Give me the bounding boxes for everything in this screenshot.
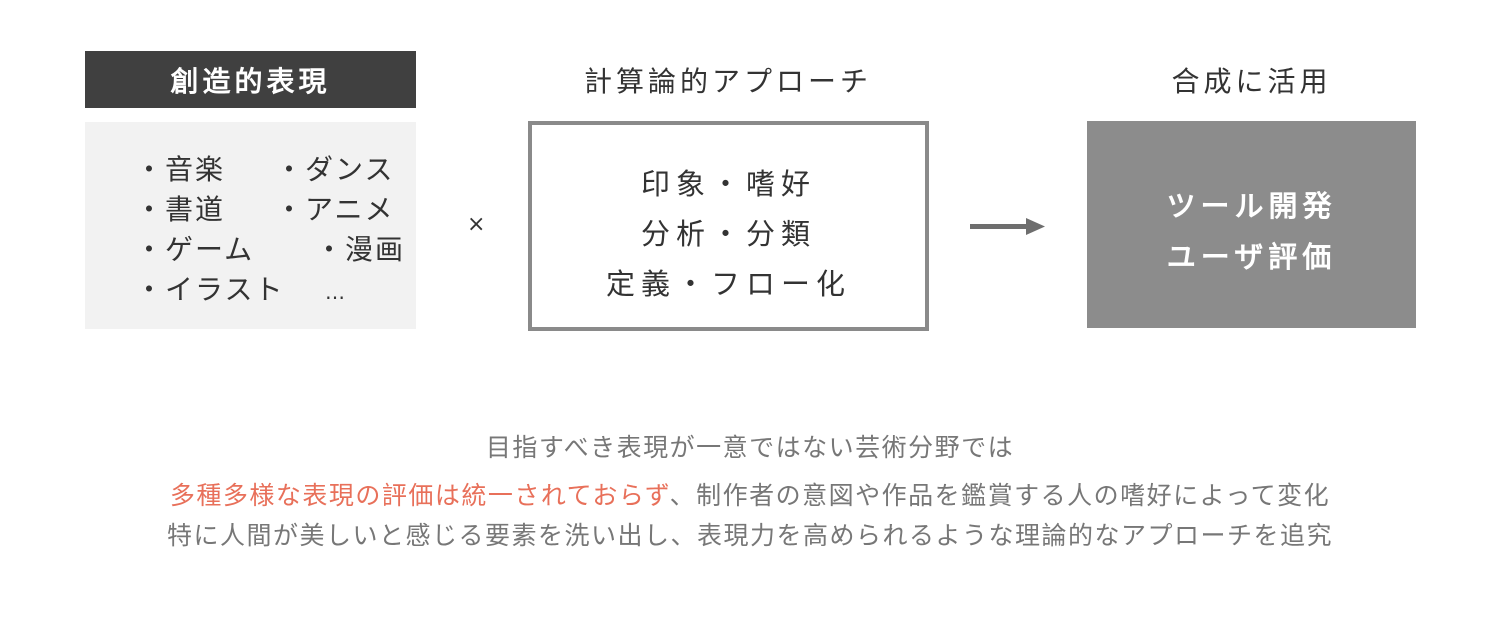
approach-line: 印象・嗜好 bbox=[640, 167, 816, 201]
list-row: ・書道 ・アニメ bbox=[135, 188, 394, 228]
computational-approach-header: 計算論的アプローチ bbox=[583, 65, 872, 98]
creative-expression-box: ・音楽 ・ダンス ・書道 ・アニメ ・ゲーム ・漫画 ・イラスト … bbox=[85, 122, 416, 329]
arrow-right-icon bbox=[970, 218, 1045, 235]
highlighted-text: 多種多様な表現の評価は統一されておらず bbox=[169, 481, 670, 510]
synthesis-header: 合成に活用 bbox=[1171, 65, 1332, 98]
list-item: ・イラスト bbox=[135, 273, 285, 306]
creative-expression-header: 創造的表現 bbox=[85, 51, 416, 108]
description-line-3: 特に人間が美しいと感じる要素を洗い出し、表現力を高められるような理論的なアプロー… bbox=[166, 521, 1333, 550]
list-row: ・イラスト … bbox=[135, 268, 347, 308]
synthesis-box: ツール開発 ユーザ評価 bbox=[1087, 121, 1416, 328]
list-item: ・ゲーム bbox=[135, 233, 255, 266]
list-row: ・ゲーム ・漫画 bbox=[135, 228, 405, 268]
list-item: ・アニメ bbox=[275, 193, 395, 226]
list-item: ・書道 bbox=[135, 193, 226, 226]
description-text: 、制作者の意図や作品を鑑賞する人の嗜好によって変化 bbox=[669, 481, 1331, 510]
synthesis-line: ツール開発 bbox=[1166, 189, 1337, 223]
ellipsis: … bbox=[325, 280, 347, 304]
approach-line: 定義・フロー化 bbox=[605, 267, 851, 301]
synthesis-line: ユーザ評価 bbox=[1166, 240, 1337, 274]
description-line-2: 多種多様な表現の評価は統一されておらず、制作者の意図や作品を鑑賞する人の嗜好によ… bbox=[0, 476, 1500, 512]
approach-line: 分析・分類 bbox=[640, 217, 816, 251]
list-row: ・音楽 ・ダンス bbox=[135, 148, 394, 188]
computational-approach-box: 印象・嗜好 分析・分類 定義・フロー化 bbox=[528, 121, 929, 331]
multiply-sign: × bbox=[467, 212, 486, 237]
list-item: ・ダンス bbox=[275, 153, 395, 186]
list-item: ・漫画 bbox=[315, 233, 406, 266]
list-item: ・音楽 bbox=[135, 153, 226, 186]
description-line-1: 目指すべき表現が一意ではない芸術分野では bbox=[485, 433, 1015, 462]
